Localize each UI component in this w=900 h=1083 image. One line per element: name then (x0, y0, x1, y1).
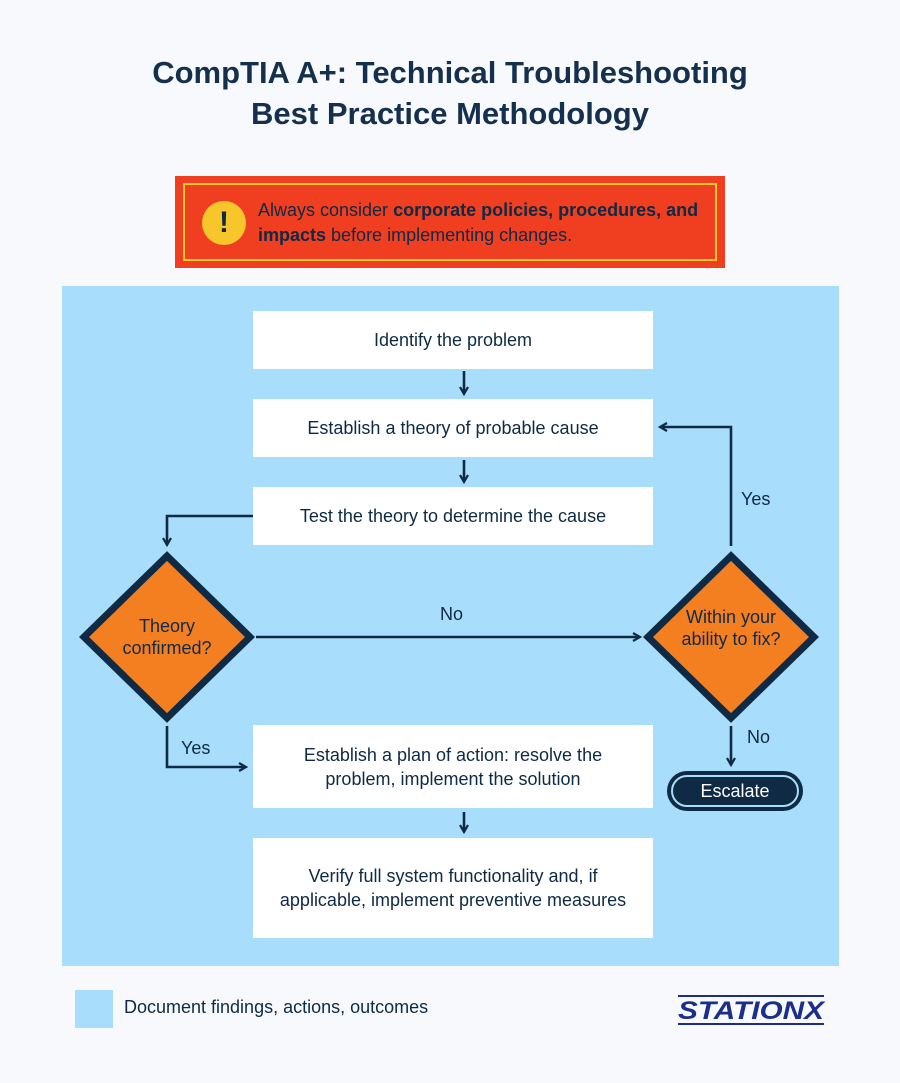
escalate-node: Escalate (667, 771, 803, 811)
page-title: CompTIA A+: Technical Troubleshooting Be… (0, 52, 900, 134)
step-plan: Establish a plan of action: resolve the … (253, 725, 653, 808)
step-verify: Verify full system functionality and, if… (253, 838, 653, 938)
decision-confirmed-label: Theory confirmed? (122, 616, 212, 658)
step-plan-label: Establish a plan of action: resolve the … (303, 744, 603, 789)
escalate-label: Escalate (671, 775, 799, 807)
warning-banner: ! Always consider corporate policies, pr… (175, 176, 725, 268)
legend-text: Document findings, actions, outcomes (124, 997, 429, 1017)
decision-diamond-confirmed (78, 551, 256, 723)
edge-label-no-escalate: No (747, 727, 771, 747)
exclamation-icon: ! (202, 201, 246, 245)
stationx-logo: STATIONX (678, 995, 826, 1025)
step-identify: Identify the problem (253, 311, 653, 369)
step-test-label: Test the theory to determine the cause (299, 506, 607, 526)
decision-ability-label: Within your ability to fix? (681, 607, 781, 649)
step-identify-label: Identify the problem (373, 330, 533, 350)
warning-text-bold: corporate policies, procedures, and impa… (258, 200, 699, 245)
step-test: Test the theory to determine the cause (253, 487, 653, 545)
step-verify-label: Verify full system functionality and, if… (279, 866, 627, 910)
warning-text: Always consider corporate policies, proc… (258, 198, 728, 248)
edge-label-yes-plan: Yes (181, 738, 211, 758)
logo-text: STATIONX (678, 997, 826, 1025)
step-theory-label: Establish a theory of probable cause (307, 418, 599, 438)
title-line-1: CompTIA A+: Technical Troubleshooting (152, 55, 748, 90)
warning-text-suffix: before implementing changes. (326, 225, 573, 245)
legend-swatch (75, 990, 113, 1028)
edge-label-no-horizontal: No (440, 604, 464, 624)
edge-label-yes-up: Yes (741, 489, 771, 509)
arrow-confirmed-yes (165, 726, 246, 767)
decision-diamond-ability (642, 551, 820, 723)
step-theory: Establish a theory of probable cause (253, 399, 653, 457)
arrow-ability-yes (660, 427, 733, 546)
warning-border (183, 183, 717, 261)
title-line-2: Best Practice Methodology (251, 96, 649, 131)
warning-text-prefix: Always consider (258, 200, 394, 220)
arrow-test-to-confirmed (167, 514, 253, 545)
